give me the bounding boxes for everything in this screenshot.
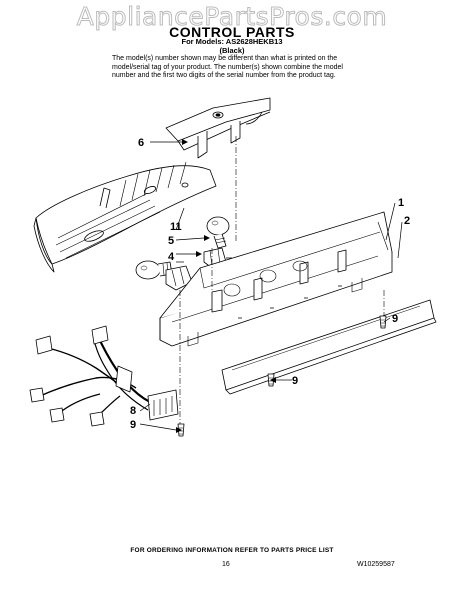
document-number: W10259587 [357, 561, 395, 568]
leader-lines [139, 141, 403, 431]
callout-5: 5 [168, 235, 174, 247]
callout-11: 11 [170, 221, 182, 233]
color-line: (Black) [219, 46, 245, 55]
control-cover-part [165, 97, 271, 159]
callout-2: 2 [404, 215, 410, 227]
light-socket-lower [165, 265, 193, 291]
callout-6: 6 [138, 137, 144, 149]
wire-harness-part [29, 325, 179, 427]
ordering-info: FOR ORDERING INFORMATION REFER TO PARTS … [130, 547, 334, 554]
model-note: The model(s) number shown may be differe… [112, 55, 343, 80]
callout-8: 8 [130, 405, 136, 417]
callout-1: 1 [398, 197, 404, 209]
page-number: 16 [222, 561, 230, 568]
callout-9-right: 9 [392, 313, 398, 325]
models-line: For Models: AS2628HEKB13 [181, 37, 283, 46]
light-bulb-upper [206, 216, 230, 249]
screw-right [379, 315, 387, 329]
alignment-lines [179, 136, 385, 424]
page-title: CONTROL PARTS [169, 24, 295, 40]
watermark-text: AppliancePartsPros.com [76, 2, 388, 32]
callout-9-center: 9 [292, 375, 298, 387]
callout-9-lower: 9 [130, 419, 136, 431]
callout-4: 4 [168, 251, 175, 263]
light-shield-part [33, 161, 217, 273]
light-bulb-lower [135, 260, 173, 280]
